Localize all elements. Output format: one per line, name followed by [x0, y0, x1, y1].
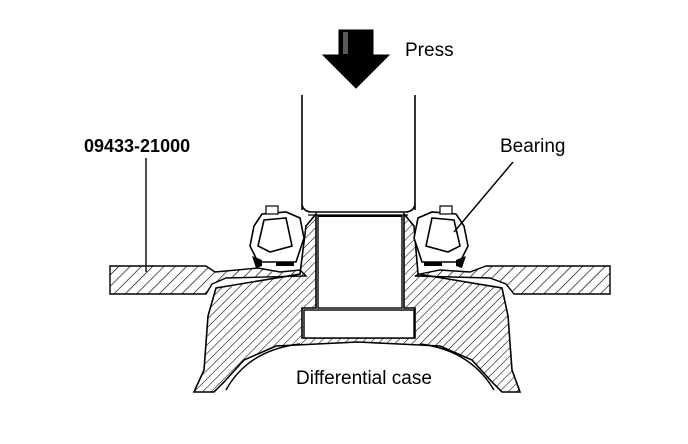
bearing-leader-line — [453, 161, 514, 233]
bearing-right — [413, 205, 469, 268]
press-label: Press — [405, 40, 454, 61]
differential-case-body — [192, 211, 522, 393]
case-cavity — [225, 343, 495, 392]
differential-case-label: Differential case — [296, 368, 432, 389]
case-inner-bore — [303, 215, 415, 339]
tool-number-label: 09433-21000 — [84, 136, 190, 156]
arrow-down-icon — [321, 29, 391, 89]
bearing-label: Bearing — [500, 136, 566, 157]
bearing-left — [249, 205, 305, 268]
press-tool-shaft — [301, 95, 416, 216]
